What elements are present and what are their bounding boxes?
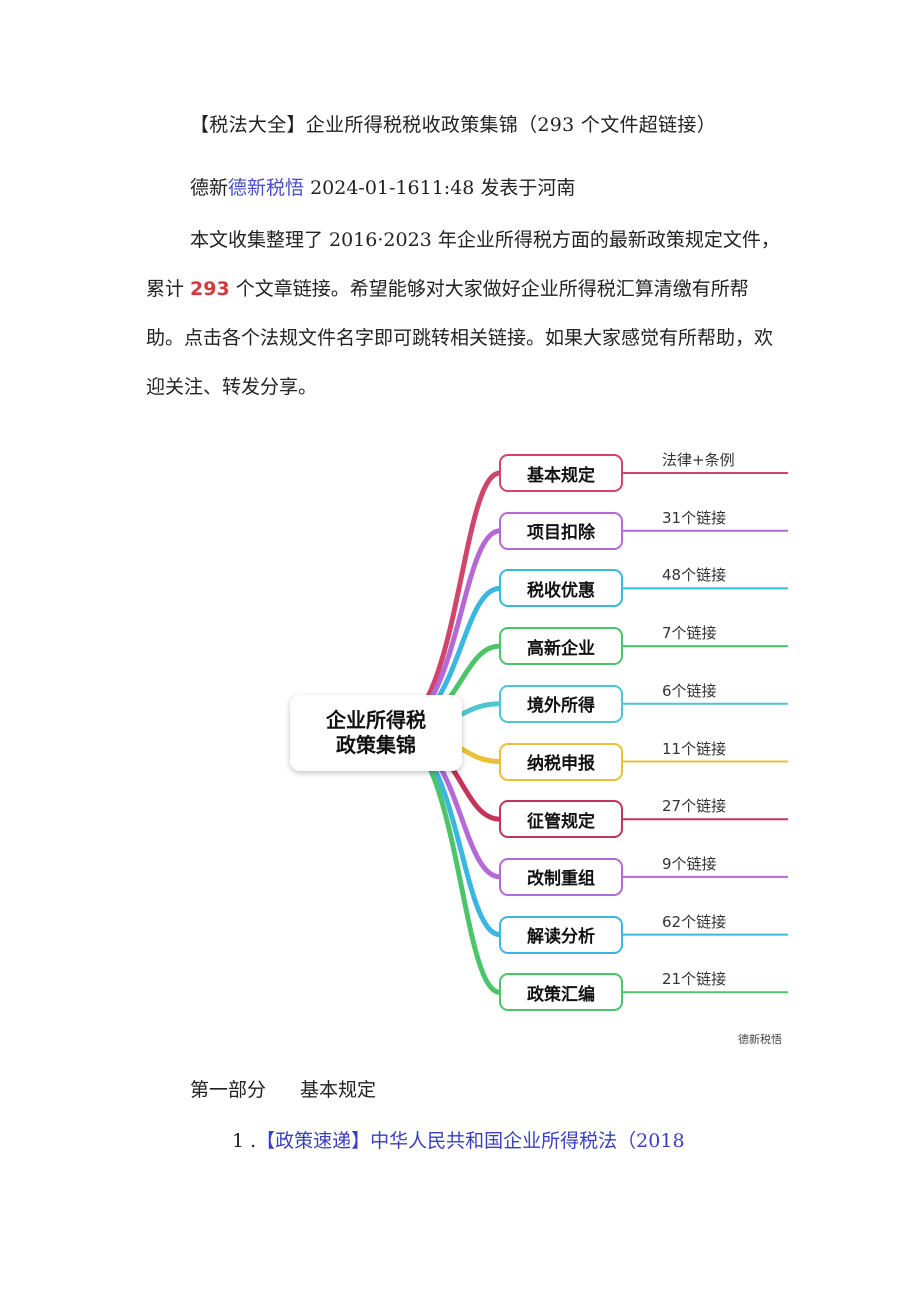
- branch-count-label: 31个链接: [662, 508, 727, 527]
- section-number: 第一部分: [190, 1079, 267, 1101]
- branch-node: 高新企业: [499, 627, 623, 666]
- branch-node: 征管规定: [499, 800, 623, 839]
- branch-node: 纳税申报: [499, 742, 623, 781]
- branch-node: 基本规定: [499, 454, 623, 492]
- article-meta: 德新德新税悟 2024-01-1611:48 发表于河南: [190, 173, 575, 200]
- branch-count-label: 48个链接: [662, 566, 727, 585]
- branch-count-label: 法律+条例: [662, 451, 735, 469]
- branch-count-label: 9个链接: [662, 854, 717, 873]
- branch-node: 改制重组: [499, 857, 623, 896]
- meta-prefix: 德新: [190, 177, 229, 199]
- branch-node: 境外所得: [499, 684, 623, 723]
- branch-count-label: 7个链接: [662, 624, 717, 643]
- author-account-link[interactable]: 德新税悟: [228, 177, 305, 199]
- intro-text-2: 个文章链接。希望能够对大家做好企业所得税汇算清缴有所帮助。点击各个法规文件名字即…: [146, 278, 774, 398]
- mindmap-image: 企业所得税 政策集锦 基本规定 法律+条例项目扣除 31个链接税收优惠 48个链接高新…: [280, 440, 790, 1025]
- branch-count-label: 11个链接: [662, 739, 727, 758]
- intro-link-count: 293: [190, 278, 230, 300]
- section-heading: 第一部分 基本规定: [190, 1075, 376, 1102]
- policy-link[interactable]: 【政策速递】中华人民共和国企业所得税法（2018: [256, 1130, 685, 1152]
- branch-count-label: 27个链接: [662, 797, 727, 816]
- branch-count-label: 6个链接: [662, 681, 717, 700]
- meta-date-location: 2024-01-1611:48 发表于河南: [304, 177, 576, 199]
- policy-list-item: 1 .【政策速递】中华人民共和国企业所得税法（2018: [232, 1126, 685, 1153]
- intro-paragraph: 本文收集整理了 2016·2023 年企业所得税方面的最新政策规定文件，累计 2…: [146, 216, 786, 412]
- mindmap-center-label: 企业所得税 政策集锦: [326, 708, 426, 757]
- mindmap-center-node: 企业所得税 政策集锦: [290, 695, 462, 771]
- article-title: 【税法大全】企业所得税税收政策集锦（293 个文件超链接）: [190, 114, 717, 136]
- branch-node: 政策汇编: [499, 973, 623, 1012]
- branch-node: 解读分析: [499, 915, 623, 954]
- section-name: 基本规定: [300, 1079, 377, 1101]
- branch-node: 税收优惠: [499, 569, 623, 608]
- image-watermark: 德新税悟: [738, 1033, 782, 1046]
- branch-node: 项目扣除: [499, 511, 623, 550]
- branch-count-label: 62个链接: [662, 912, 727, 931]
- branch-count-label: 21个链接: [662, 970, 727, 989]
- policy-item-index: 1 .: [232, 1130, 257, 1152]
- intro-text-1: 本文收集整理了 2016·2023 年企业所得税方面的最新政策规定文件，累计: [146, 229, 780, 300]
